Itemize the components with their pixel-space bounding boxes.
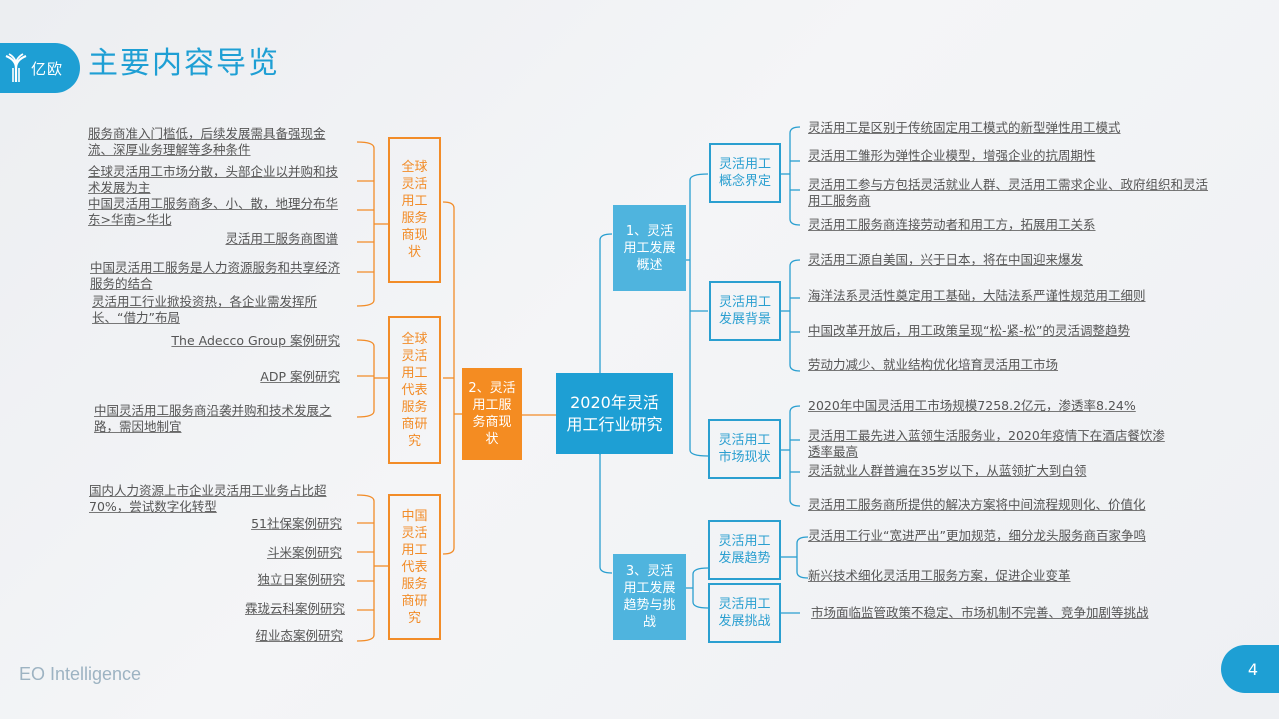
leaf-item[interactable]: 2020年中国灵活用工市场规模7258.2亿元，渗透率8.24%: [808, 398, 1136, 413]
leaf-item[interactable]: 新兴技术细化灵活用工服务方案，促进企业变革: [808, 568, 1071, 583]
leaf-item[interactable]: 独立日案例研究: [257, 572, 345, 587]
leaf-item[interactable]: 海洋法系灵活性奠定用工基础，大陆法系严谨性规范用工细则: [808, 288, 1146, 303]
eo-logo: 亿欧: [0, 43, 80, 93]
logo-text: 亿欧: [31, 59, 64, 78]
node-concept-definition[interactable]: 灵活用工概念界定: [709, 143, 781, 203]
leaf-item[interactable]: 灵活用工服务商所提供的解决方案将中间流程规则化、价值化: [808, 497, 1146, 512]
leaf-item[interactable]: The Adecco Group 案例研究: [171, 333, 340, 348]
eo-logo-icon: [5, 53, 27, 82]
node-provider-status[interactable]: 2、灵活用工服务商现状: [462, 368, 522, 460]
leaf-item[interactable]: 国内人力资源上市企业灵活用工业务占比超70%，尝试数字化转型: [89, 483, 327, 514]
leaf-item[interactable]: 灵活用工源自美国，兴于日本，将在中国迎来爆发: [808, 252, 1084, 267]
leaf-item[interactable]: 中国灵活用工服务商沿袭并购和技术发展之路，需因地制宜: [94, 403, 332, 434]
leaf-item[interactable]: 中国改革开放后，用工政策呈现“松-紧-松”的灵活调整趋势: [808, 323, 1130, 338]
page-number: 4: [1221, 645, 1279, 693]
leaf-item[interactable]: 中国灵活用工服务是人力资源服务和共享经济服务的结合: [90, 260, 341, 291]
node-global-provider-research[interactable]: 全球灵活用工代表服务商研究: [388, 316, 441, 464]
page-title: 主要内容导览: [88, 46, 280, 81]
leaf-item[interactable]: 中国灵活用工服务商多、小、散，地理分布华东>华南>华北: [88, 196, 339, 227]
node-development-challenges[interactable]: 灵活用工发展挑战: [708, 583, 781, 643]
node-trends-challenges[interactable]: 3、灵活用工发展趋势与挑战: [613, 554, 686, 640]
leaf-item[interactable]: 灵活用工行业掀投资热，各企业需发挥所长、“借力”布局: [92, 294, 318, 325]
leaf-item[interactable]: 灵活用工最先进入蓝领生活服务业，2020年疫情下在酒店餐饮渗透率最高: [808, 428, 1165, 459]
leaf-item[interactable]: 市场面临监管政策不稳定、市场机制不完善、竞争加剧等挑战: [811, 605, 1149, 620]
leaf-item[interactable]: 灵活用工参与方包括灵活就业人群、灵活用工需求企业、政府组织和灵活用工服务商: [808, 177, 1209, 208]
node-development-overview[interactable]: 1、灵活用工发展概述: [613, 205, 686, 291]
node-center-topic[interactable]: 2020年灵活用工行业研究: [556, 373, 673, 454]
leaf-item[interactable]: 灵活就业人群普遍在35岁以下，从蓝领扩大到白领: [808, 463, 1087, 478]
footer-brand: EO Intelligence: [19, 664, 142, 684]
node-development-trends[interactable]: 灵活用工发展趋势: [708, 520, 781, 580]
leaf-item[interactable]: 劳动力减少、就业结构优化培育灵活用工市场: [808, 357, 1059, 372]
leaf-item[interactable]: 灵活用工服务商图谱: [225, 231, 338, 246]
leaf-item[interactable]: ADP 案例研究: [260, 369, 340, 384]
node-market-status[interactable]: 灵活用工市场现状: [708, 419, 781, 479]
leaf-item[interactable]: 灵活用工行业“宽进严出”更加规范，细分龙头服务商百家争鸣: [808, 528, 1146, 543]
leaf-item[interactable]: 51社保案例研究: [251, 516, 342, 531]
leaf-item[interactable]: 服务商准入门槛低，后续发展需具备强现金流、深厚业务理解等多种条件: [88, 126, 326, 157]
node-china-provider-research[interactable]: 中国灵活用工代表服务商研究: [388, 494, 441, 640]
leaf-item[interactable]: 斗米案例研究: [266, 545, 342, 560]
leaf-item[interactable]: 全球灵活用工市场分散，头部企业以并购和技术发展为主: [88, 164, 339, 195]
leaf-item[interactable]: 灵活用工雏形为弹性企业模型，增强企业的抗周期性: [808, 148, 1096, 163]
leaf-item[interactable]: 纽业态案例研究: [255, 628, 343, 643]
leaf-item[interactable]: 灵活用工服务商连接劳动者和用工方，拓展用工关系: [808, 217, 1096, 232]
leaf-item[interactable]: 灵活用工是区别于传统固定用工模式的新型弹性用工模式: [808, 120, 1121, 135]
leaf-item[interactable]: 霖珑云科案例研究: [244, 601, 345, 616]
node-development-background[interactable]: 灵活用工发展背景: [709, 281, 781, 341]
node-global-provider-status[interactable]: 全球灵活用工服务商现状: [388, 137, 441, 283]
